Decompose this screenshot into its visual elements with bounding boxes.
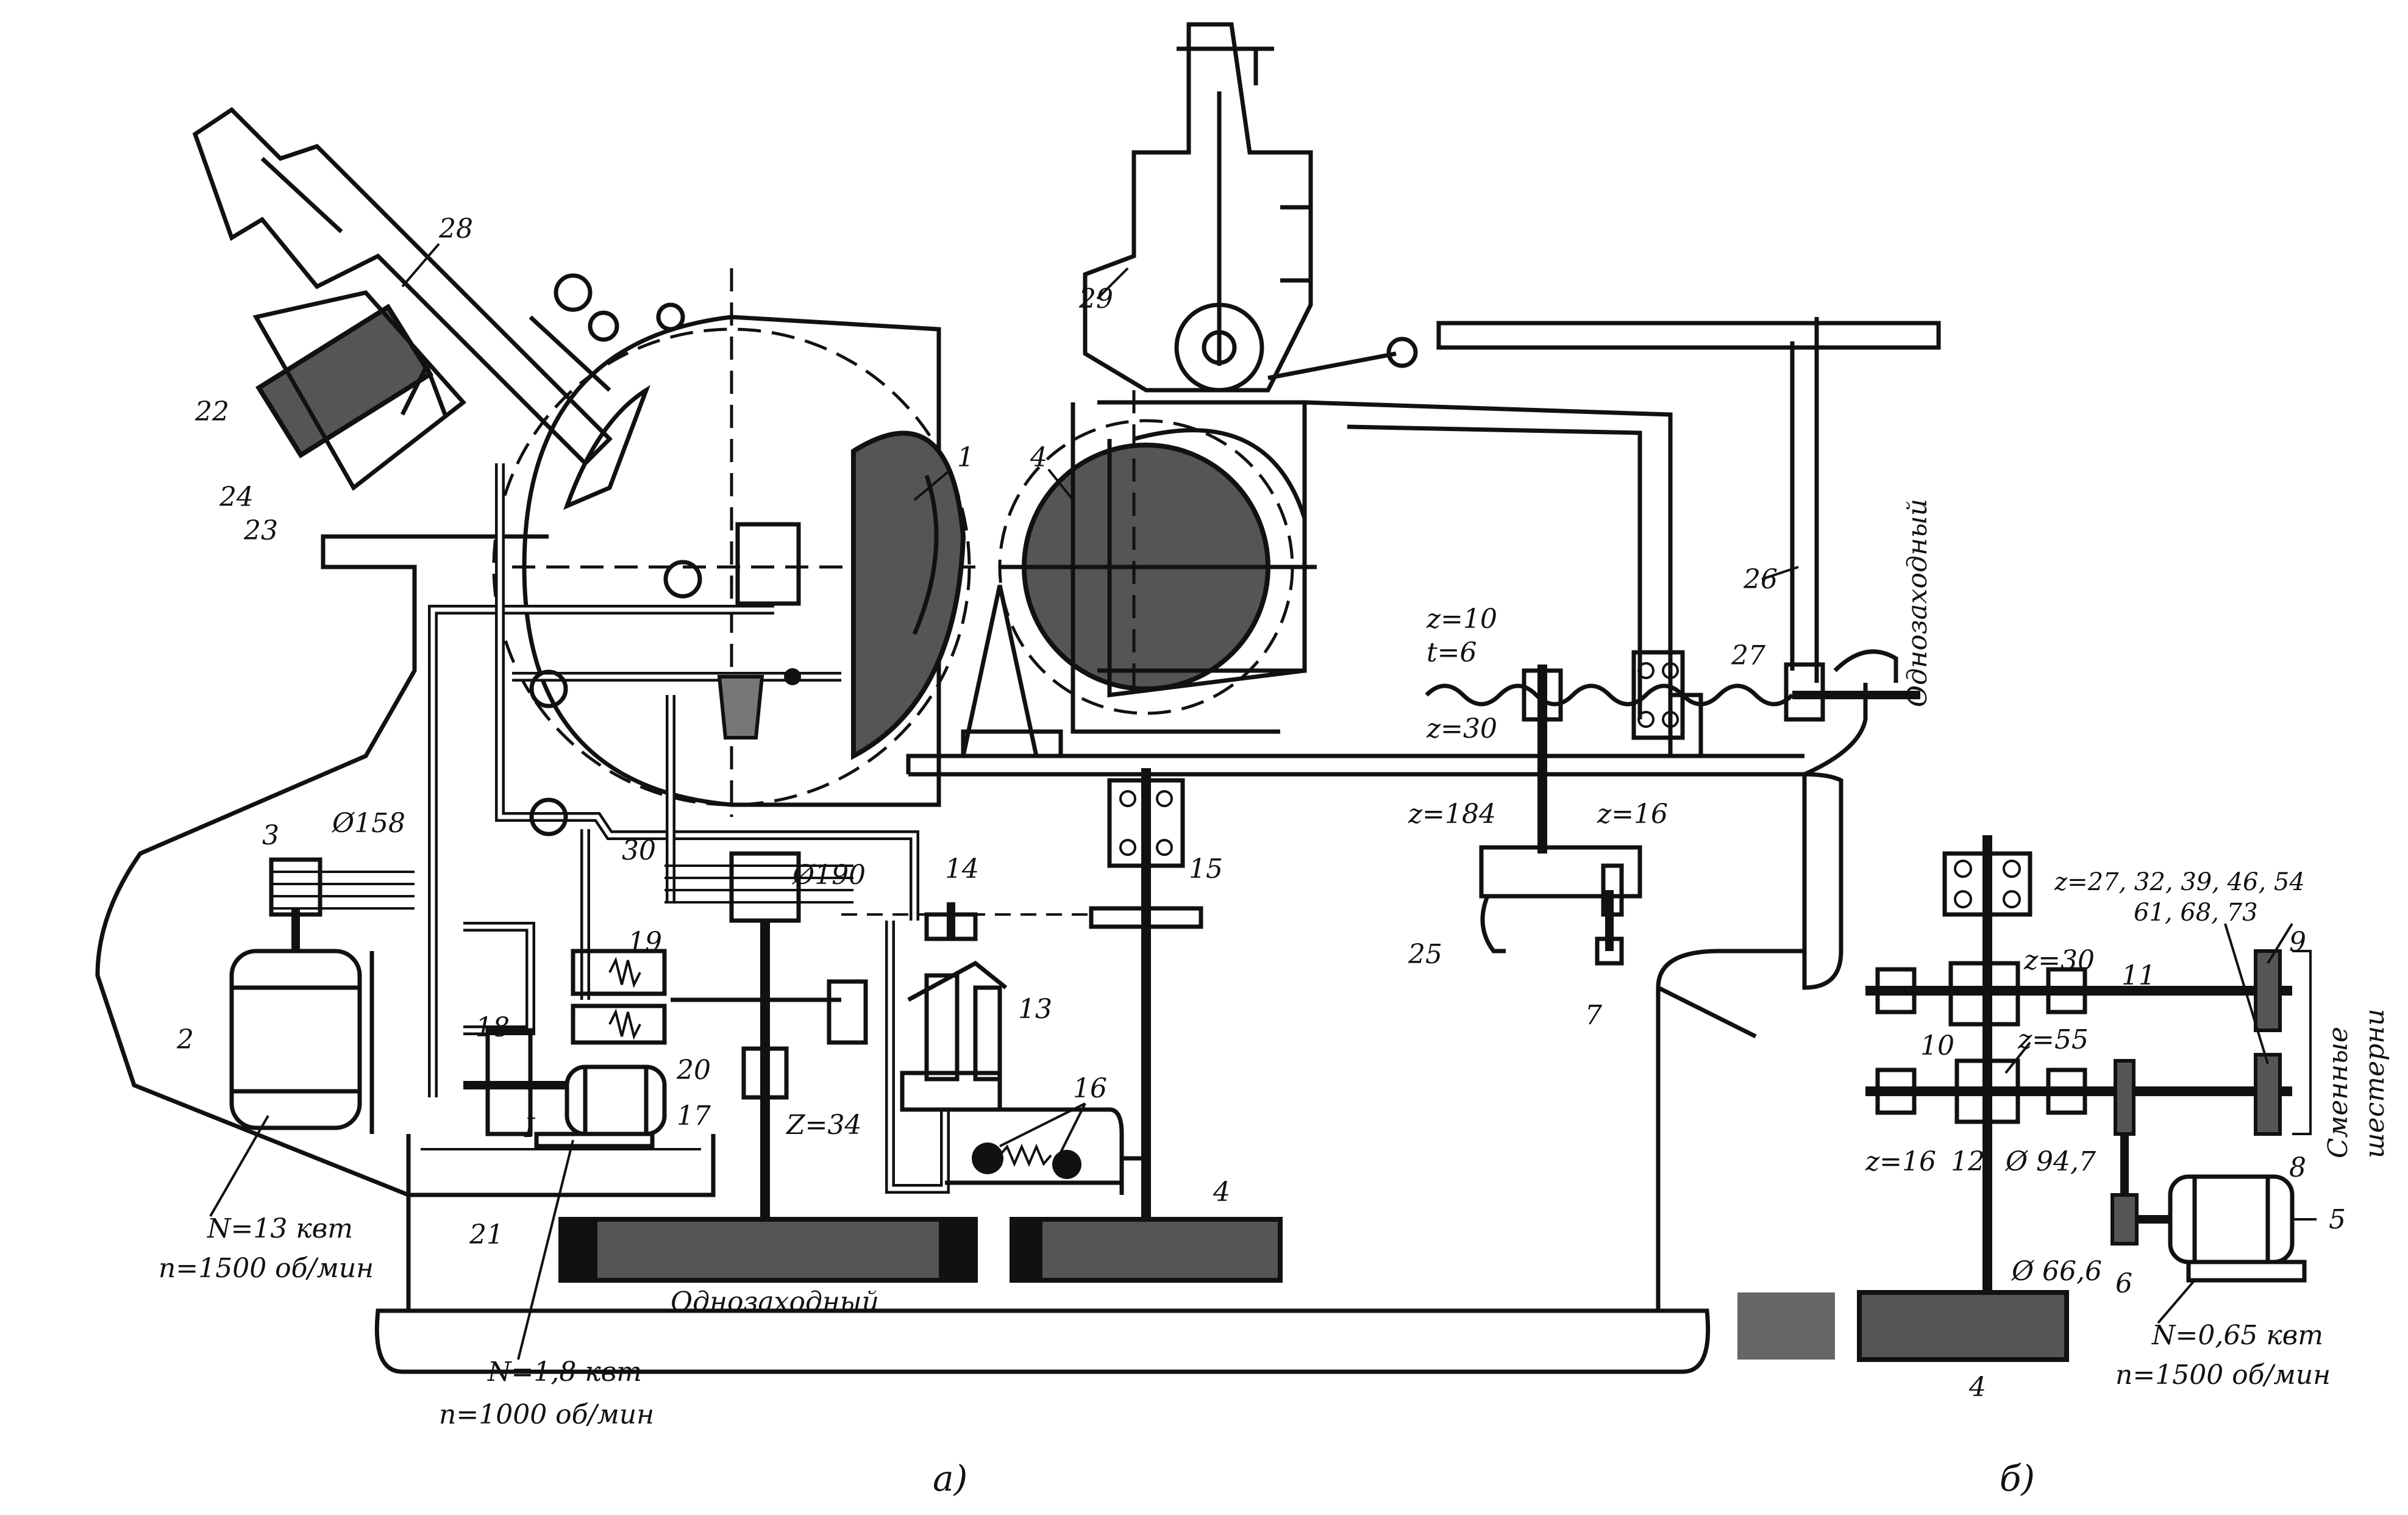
- label-1: 1: [957, 442, 974, 473]
- label-z30-top: z=30: [1426, 713, 1497, 744]
- valves-19-20: [571, 949, 868, 1045]
- label-30: 30: [622, 835, 656, 866]
- label-28: 28: [438, 213, 473, 244]
- label-b-12: 12: [1951, 1146, 1985, 1177]
- label-pump-motor-speed: n=1000 об/мин: [439, 1399, 654, 1430]
- label-15: 15: [1189, 854, 1223, 885]
- part-b-kinematics: [1737, 835, 2317, 1362]
- label-25: 25: [1408, 939, 1442, 970]
- caption-a: a): [933, 1458, 967, 1499]
- label-16: 16: [1073, 1073, 1107, 1104]
- label-b-4: 4: [1968, 1372, 1986, 1403]
- label-26: 26: [1743, 564, 1778, 595]
- label-27: 27: [1731, 640, 1765, 671]
- label-d158: Ø158: [332, 808, 405, 839]
- label-main-motor-speed: n=1500 об/мин: [159, 1253, 374, 1284]
- label-4-top: 4: [1030, 442, 1047, 473]
- label-b-z55: z=55: [2017, 1024, 2089, 1055]
- main-motor-2: [229, 857, 415, 1134]
- label-b-motor-power: N=0,65 квт: [2151, 1320, 2323, 1351]
- label-13: 13: [1018, 994, 1052, 1025]
- label-b-motor-speed: n=1500 об/мин: [2115, 1360, 2331, 1391]
- label-z34: Z=34: [785, 1110, 861, 1141]
- label-21: 21: [469, 1219, 504, 1250]
- label-20: 20: [676, 1055, 711, 1086]
- feed-mechanism: [1425, 650, 1920, 966]
- label-b-z30: z=30: [2023, 945, 2095, 976]
- label-19: 19: [628, 927, 662, 958]
- label-b-gears-title-2: шестерни: [2359, 1008, 2390, 1158]
- labels-part-b: 4 5 6 8 9 10 11 12 z=30 z=55 z=16 Ø 94,7…: [1865, 868, 2390, 1403]
- label-z10: z=10: [1426, 604, 1497, 635]
- label-b-11: 11: [2121, 960, 2156, 991]
- label-b-gears-z-1: z=27, 32, 39, 46, 54: [2054, 868, 2305, 896]
- label-b-d66: Ø 66,6: [2011, 1256, 2102, 1287]
- label-single-start-bottom: Однозаходный: [671, 1286, 879, 1317]
- grinding-wheel-bottom-left: [558, 1217, 978, 1283]
- label-pump-motor-power: N=1,8 квт: [487, 1356, 642, 1388]
- label-b-gears-title-1: Сменные: [2323, 1027, 2354, 1158]
- label-b-gears-z-2: 61, 68, 73: [2134, 899, 2258, 927]
- label-2: 2: [176, 1024, 194, 1055]
- label-t6: t=6: [1427, 637, 1477, 668]
- label-z16-top: z=16: [1597, 799, 1668, 830]
- mechanism-16: [945, 1107, 1124, 1185]
- label-22: 22: [194, 396, 229, 427]
- label-z184: z=184: [1408, 799, 1496, 830]
- label-3: 3: [262, 820, 279, 851]
- oil-tank: [406, 1134, 716, 1197]
- regulating-wheel-right: [998, 390, 1317, 734]
- label-18: 18: [476, 1012, 510, 1043]
- label-b-z16: z=16: [1865, 1146, 1936, 1177]
- label-main-motor-power: N=13 квт: [207, 1213, 353, 1244]
- caption-b: б): [2000, 1458, 2035, 1499]
- label-b-5: 5: [2329, 1204, 2346, 1235]
- label-d190: Ø190: [792, 860, 866, 891]
- label-b-d94: Ø 94,7: [2005, 1146, 2096, 1177]
- labels-part-a: 1 2 3 Ø158 4 4 7 13 14 15 16 17 18 19 20…: [159, 213, 1933, 1430]
- grinding-wheel-bottom-4: [1010, 1217, 1283, 1283]
- label-4-bottom: 4: [1213, 1177, 1230, 1208]
- dresser-right: [1083, 22, 1418, 393]
- lever-26: [1436, 317, 1941, 722]
- pump-motor-17: [463, 1028, 667, 1149]
- regulating-drive-15: [841, 768, 1203, 1219]
- dresser-left: [192, 107, 685, 491]
- label-7: 7: [1585, 1000, 1602, 1031]
- hydraulic-piping: [428, 463, 950, 1194]
- label-14: 14: [945, 854, 979, 885]
- label-b-6: 6: [2115, 1268, 2132, 1299]
- work-rest: [960, 585, 1063, 758]
- label-b-9: 9: [2289, 927, 2306, 958]
- cylinder-13: [900, 902, 1008, 1112]
- label-b-8: 8: [2289, 1152, 2306, 1183]
- label-single-start-vertical: Однозаходный: [1902, 499, 1933, 707]
- label-17: 17: [677, 1100, 711, 1132]
- label-24: 24: [219, 482, 254, 513]
- machine-frame: [95, 400, 1868, 1374]
- label-b-10: 10: [1920, 1030, 1954, 1061]
- label-roman-I: I: [524, 1113, 536, 1144]
- label-23: 23: [243, 515, 278, 546]
- pulley-30-shaft: [664, 851, 853, 1219]
